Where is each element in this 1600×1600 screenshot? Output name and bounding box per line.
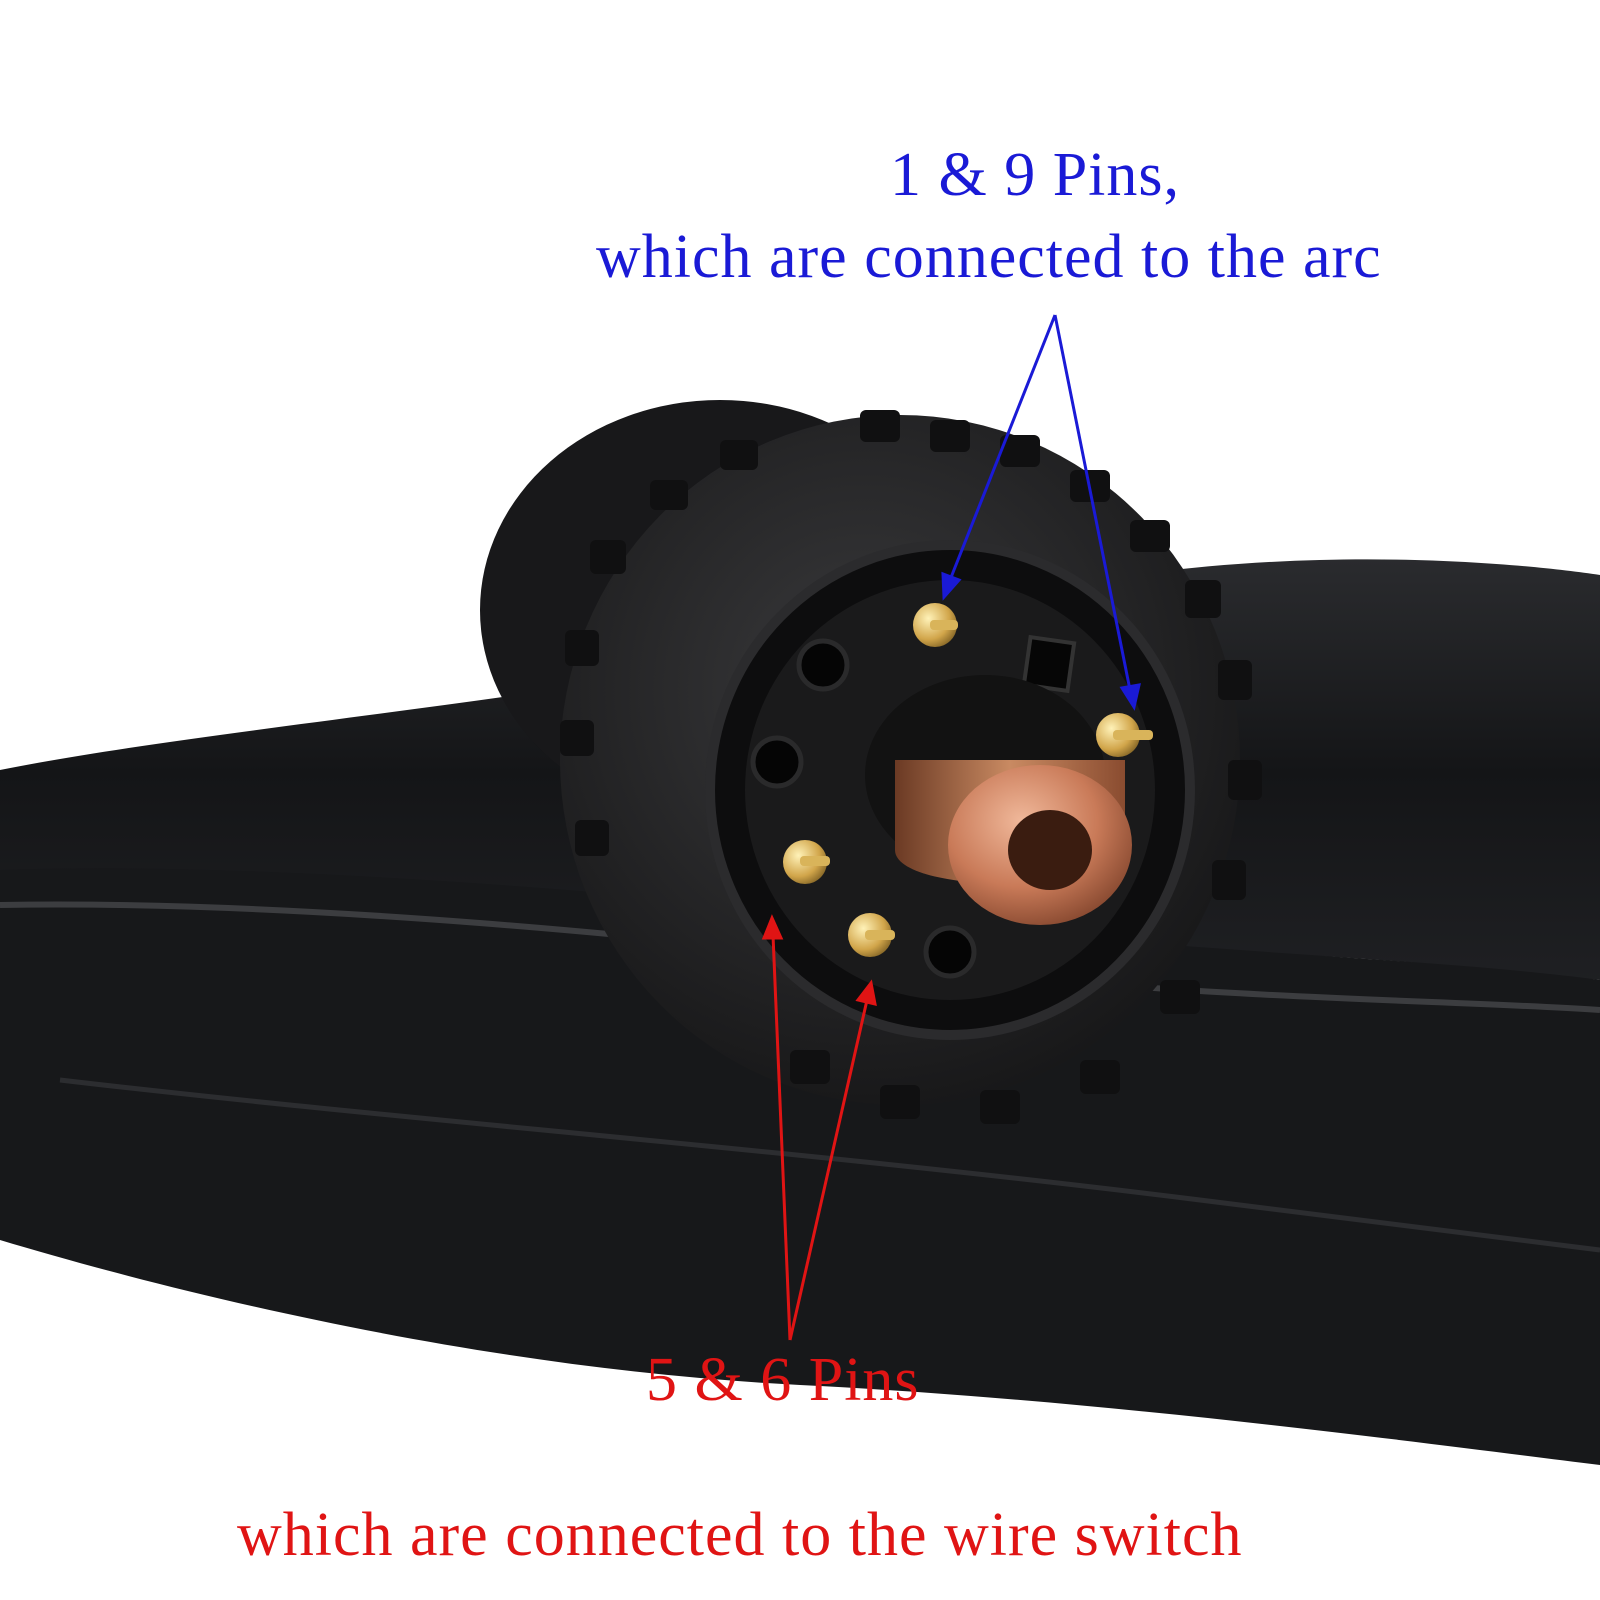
brass-pins <box>783 603 1153 957</box>
square-key-slot <box>1021 634 1077 694</box>
cable-highlight-2 <box>59 1077 1600 1253</box>
arc-pins-title: 1 & 9 Pins, <box>889 141 1181 209</box>
arc-pins-description: which are connected to the arc <box>596 223 1382 291</box>
cable-loop-front <box>0 868 1600 1465</box>
socket-holes <box>750 638 977 979</box>
switch-pins-title: 5 & 6 Pins <box>646 1346 920 1414</box>
switch-pin-arrows <box>761 914 877 1341</box>
switch-pins-description: which are connected to the wire switch <box>237 1501 1243 1569</box>
copper-tube-bore <box>1008 810 1092 890</box>
arc-pin-arrows <box>941 314 1141 711</box>
